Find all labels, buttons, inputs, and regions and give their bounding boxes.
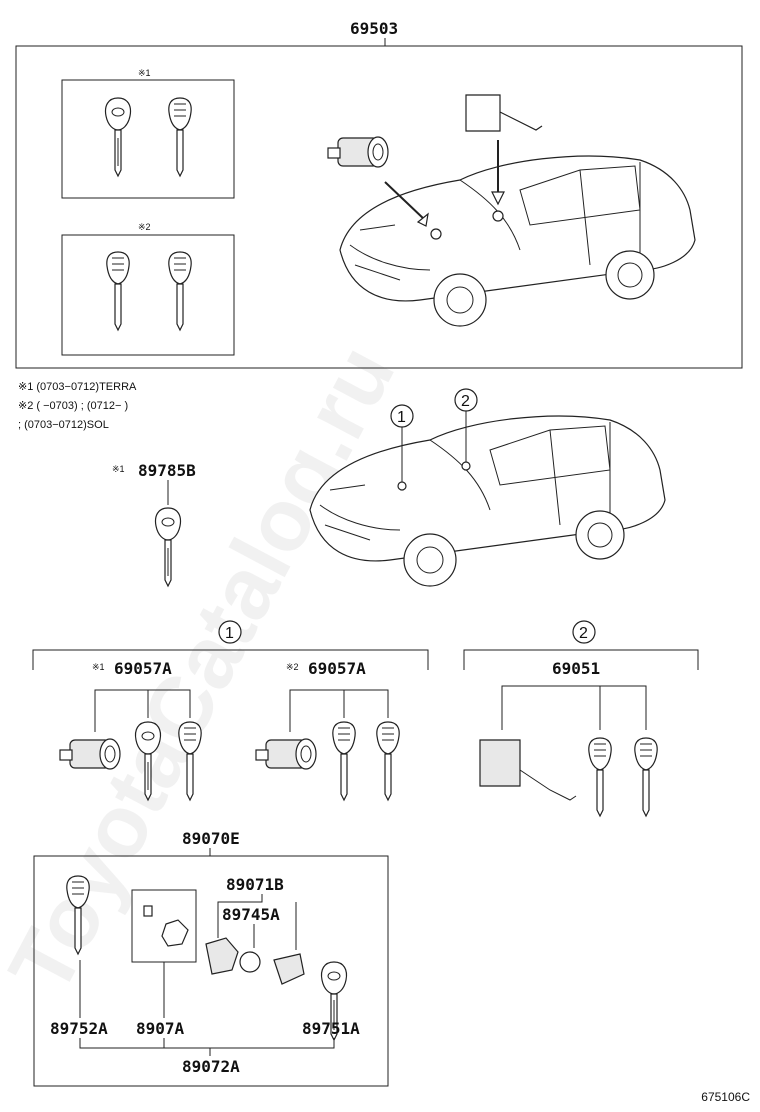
cylinder-icon: [59, 738, 121, 770]
note-line-1: ※1 (0703−0712)TERRA: [18, 381, 137, 393]
note-mark-2: ※2: [286, 662, 299, 672]
master-key-icon: [104, 97, 132, 177]
kit-box: [33, 855, 389, 1087]
note-mark-1: ※1: [138, 68, 151, 78]
top-assembly-box: [15, 45, 743, 369]
ignition-switch-icon: [479, 739, 521, 787]
key-89785b-label: 89785B: [138, 461, 196, 480]
cylinder-icon: [255, 738, 317, 770]
sub-89745a-label: 89745A: [222, 905, 280, 924]
key-case-half-icon: [205, 937, 239, 975]
group-1-callout: 1: [225, 625, 234, 642]
key-set-box-2: [61, 234, 235, 356]
note-mark-1: ※1: [112, 464, 125, 474]
top-assembly-label: 69503: [350, 19, 398, 38]
note-line-3: ; (0703−0712)SOL: [18, 419, 109, 431]
group-2-part-label: 69051: [552, 659, 600, 678]
group-1-part-b-label: 69057A: [308, 659, 366, 678]
master-key-icon: [106, 251, 130, 331]
key-case-half-icon: [273, 953, 305, 985]
sub-89751a-label: 89751A: [302, 1019, 360, 1038]
figure-code: 675106C: [701, 1090, 750, 1104]
sub-89072a-label: 89072A: [182, 1057, 240, 1076]
note-mark-1: ※1: [92, 662, 105, 672]
sub-key-icon: [168, 97, 192, 177]
note-mark-2: ※2: [138, 222, 151, 232]
note-line-2: ※2 ( −0703) ; (0712− ): [18, 400, 128, 412]
ignition-switch-icon: [465, 94, 543, 132]
kit-part-label: 89070E: [182, 829, 240, 848]
battery-icon: [239, 951, 261, 973]
sub-key-icon: [168, 251, 192, 331]
key-icon: [332, 721, 356, 801]
callout-1: 1: [397, 409, 406, 426]
key-89785b-icon: [154, 507, 182, 587]
key-set-box-1: [61, 79, 235, 199]
callout-2: 2: [461, 393, 470, 410]
sub-89752a-label: 89752A: [50, 1019, 108, 1038]
car-top-icon: [339, 155, 696, 327]
key-icon: [376, 721, 400, 801]
transponder-card-icon: [131, 889, 197, 963]
group-1-part-a-label: 69057A: [114, 659, 172, 678]
group-2-callout: 2: [579, 625, 588, 642]
key-icon: [634, 737, 658, 817]
sub-89071b-label: 89071B: [226, 875, 284, 894]
sub-8907a-label: 8907A: [136, 1019, 185, 1038]
key-icon: [588, 737, 612, 817]
door-lock-cylinder-icon: [327, 136, 389, 168]
